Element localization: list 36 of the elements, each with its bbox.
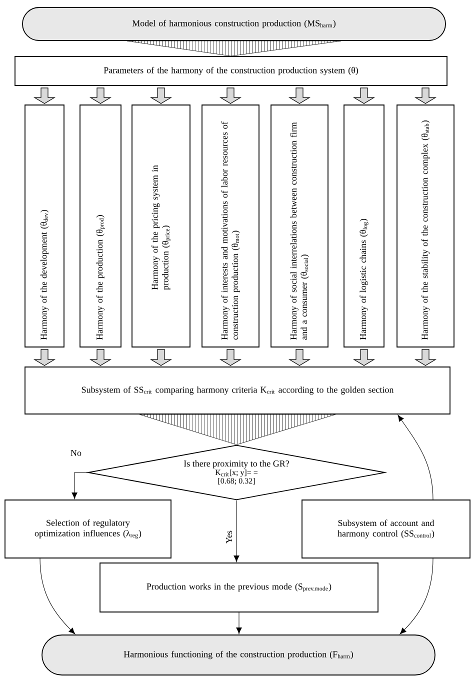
block-arrow [219,349,242,366]
parameter-box: Harmony of interests and motivations of labor resources of construction production (θ$_{mot}$) [202,104,260,348]
block-arrow [89,88,112,104]
block-arrow [288,88,311,104]
block-arrow [33,88,56,104]
arrow [72,472,88,499]
block-arrow [414,88,437,104]
parameter-box: Harmony of logistic chains (θ$_{log}$) [344,104,384,348]
process-box: Subsystem of account and harmony control (SS$_{control}$) [302,500,470,558]
block-arrow [288,349,311,366]
arrow [400,558,434,634]
arrow [398,414,434,500]
block-arrow [150,88,172,104]
process-box: Selection of regulatory optimization influences (λ$_{reg}$) [4,500,172,558]
block-arrow [33,349,56,366]
arrow [234,500,240,562]
process-box: Parameters of the harmony of the construction production system (θ) [14,56,448,86]
hatched-arrow [139,414,336,445]
block-arrow [150,349,172,366]
hatched-arrow [126,40,342,56]
terminal-pill: Model of harmonious construction production (MS$_{harm}$) [22,7,446,41]
parameter-box: Harmony of the development (θ$_{dev}$) [24,104,64,348]
block-arrow [89,349,112,366]
block-arrow [219,88,242,104]
arrow [40,558,76,634]
block-arrow [352,349,376,366]
edge-label: No [70,449,82,457]
parameter-box: Harmony of the stability of the construction complex (θ$_{stab}$) [396,104,454,348]
process-box: Production works in the previous mode (S$_{prev.mode}$) [100,562,378,612]
process-box: Subsystem of SS$_{crit}$ comparing harmony criteria K$_{crit}$ according to the golden section [24,366,450,414]
parameter-box: Harmony of the production (θ$_{prod}$) [80,104,122,348]
arrow [236,612,242,634]
edge-label: Yes [225,529,233,545]
terminal-pill: Harmonious functioning of the construction production (F$_{harm}$) [42,634,436,676]
block-arrow [352,88,376,104]
block-arrow [414,349,437,366]
